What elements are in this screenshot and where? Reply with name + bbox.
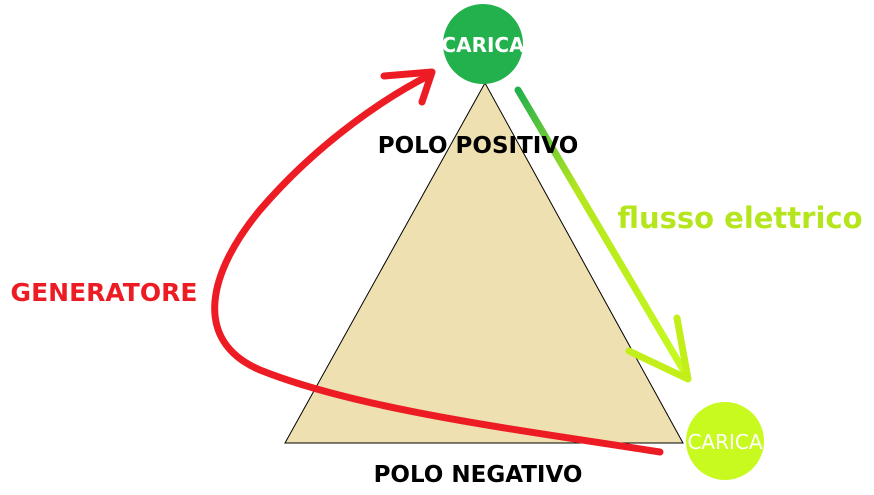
flow-arrow [514,86,692,382]
generator-arrow-head [380,68,436,106]
bottom-charge-circle [686,402,764,480]
positive-pole-label: POLO POSITIVO [378,133,579,159]
top-charge-circle [443,4,523,84]
generator-arrow [211,71,664,456]
flow-arrow-head [625,314,692,383]
flow-label: flusso elettrico [617,201,862,235]
negative-pole-label: POLO NEGATIVO [374,462,583,488]
bottom-charge-label: CARICA [687,430,762,454]
generator-label: GENERATORE [11,278,198,307]
triangle [284,81,684,444]
top-charge-label: CARICA [441,33,525,57]
